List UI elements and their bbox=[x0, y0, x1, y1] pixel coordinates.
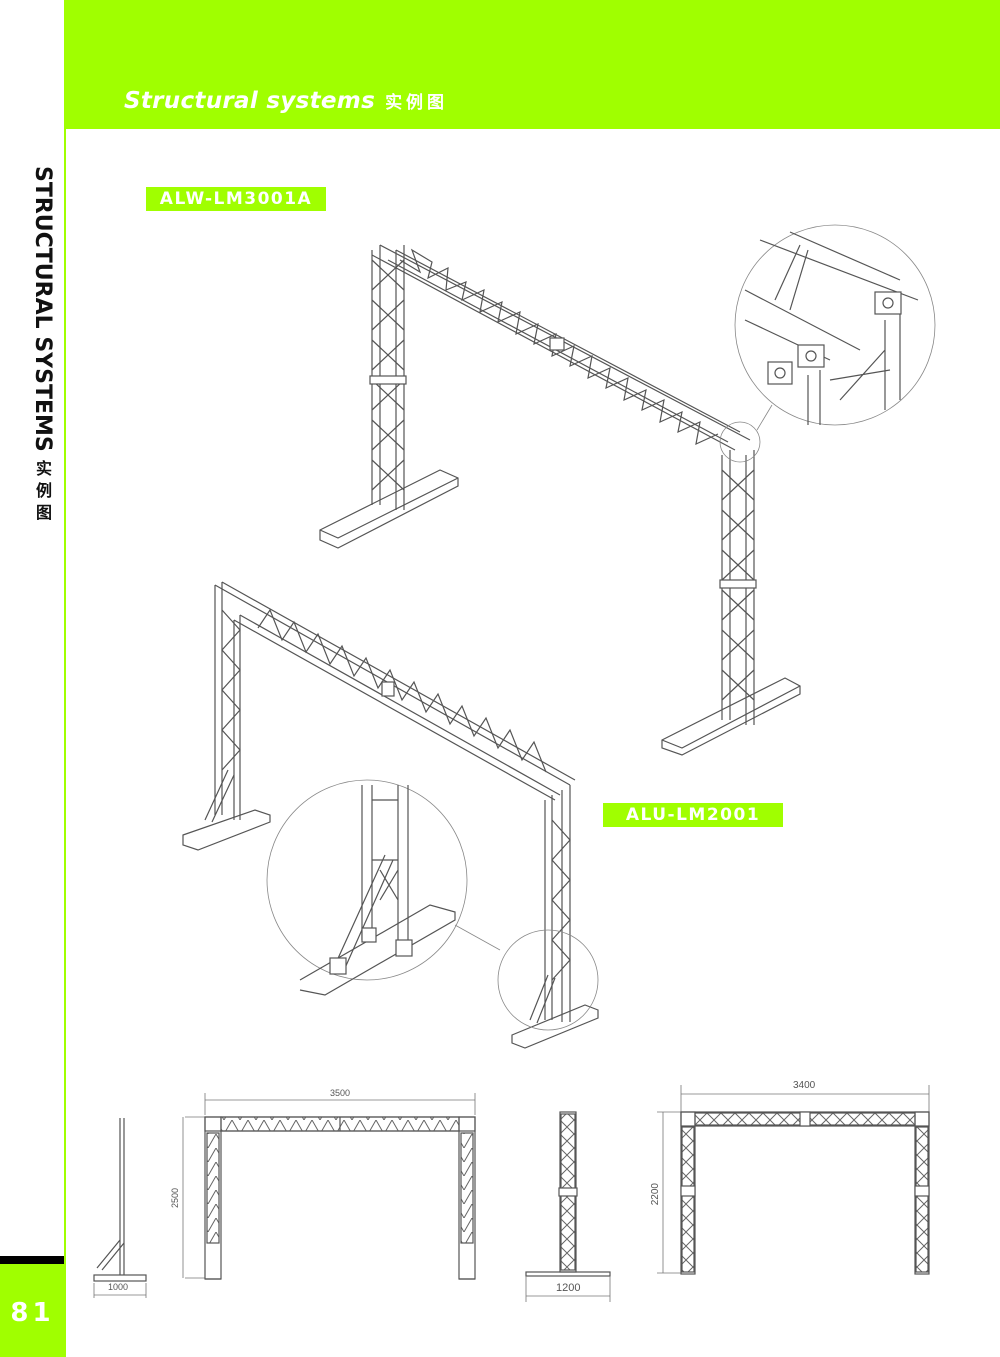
page-title-cn: 实例图 bbox=[385, 93, 449, 113]
dim-lm3001a-width: 3400 bbox=[793, 1080, 816, 1091]
dim-lm3001a-base: 1200 bbox=[556, 1282, 581, 1294]
page-number-box bbox=[0, 1264, 65, 1357]
lm3001a-side-drawing bbox=[525, 1111, 611, 1302]
page-title: Structural systems 实例图 bbox=[124, 88, 448, 114]
lm3001a-isometric bbox=[319, 224, 936, 756]
dim-lm2001-height: 2500 bbox=[170, 1188, 180, 1209]
dim-lm2001-width: 3500 bbox=[330, 1088, 351, 1098]
lm3001a-front-drawing bbox=[657, 1085, 930, 1275]
section-label-en: STRUCTURAL SYSTEMS bbox=[30, 166, 55, 452]
header-band bbox=[65, 0, 1000, 129]
section-label-cn: 实例图 bbox=[33, 459, 52, 526]
model-tag-lm3001a: ALW-LM3001A bbox=[146, 187, 326, 211]
left-green-rule bbox=[64, 0, 66, 1357]
lm2001-side-drawing bbox=[93, 1118, 147, 1298]
page-number: 81 bbox=[10, 1298, 55, 1328]
model-tag-lm2001: ALU-LM2001 bbox=[603, 803, 783, 827]
lm2001-isometric bbox=[182, 581, 599, 1049]
dim-lm3001a-height: 2200 bbox=[650, 1183, 661, 1206]
section-side-label: STRUCTURAL SYSTEMS 实例图 bbox=[30, 166, 55, 526]
lm2001-front-drawing bbox=[182, 1093, 476, 1280]
page-title-en: Structural systems bbox=[124, 88, 376, 114]
page-number-divider bbox=[0, 1256, 64, 1264]
dim-lm2001-base: 1000 bbox=[108, 1282, 129, 1292]
